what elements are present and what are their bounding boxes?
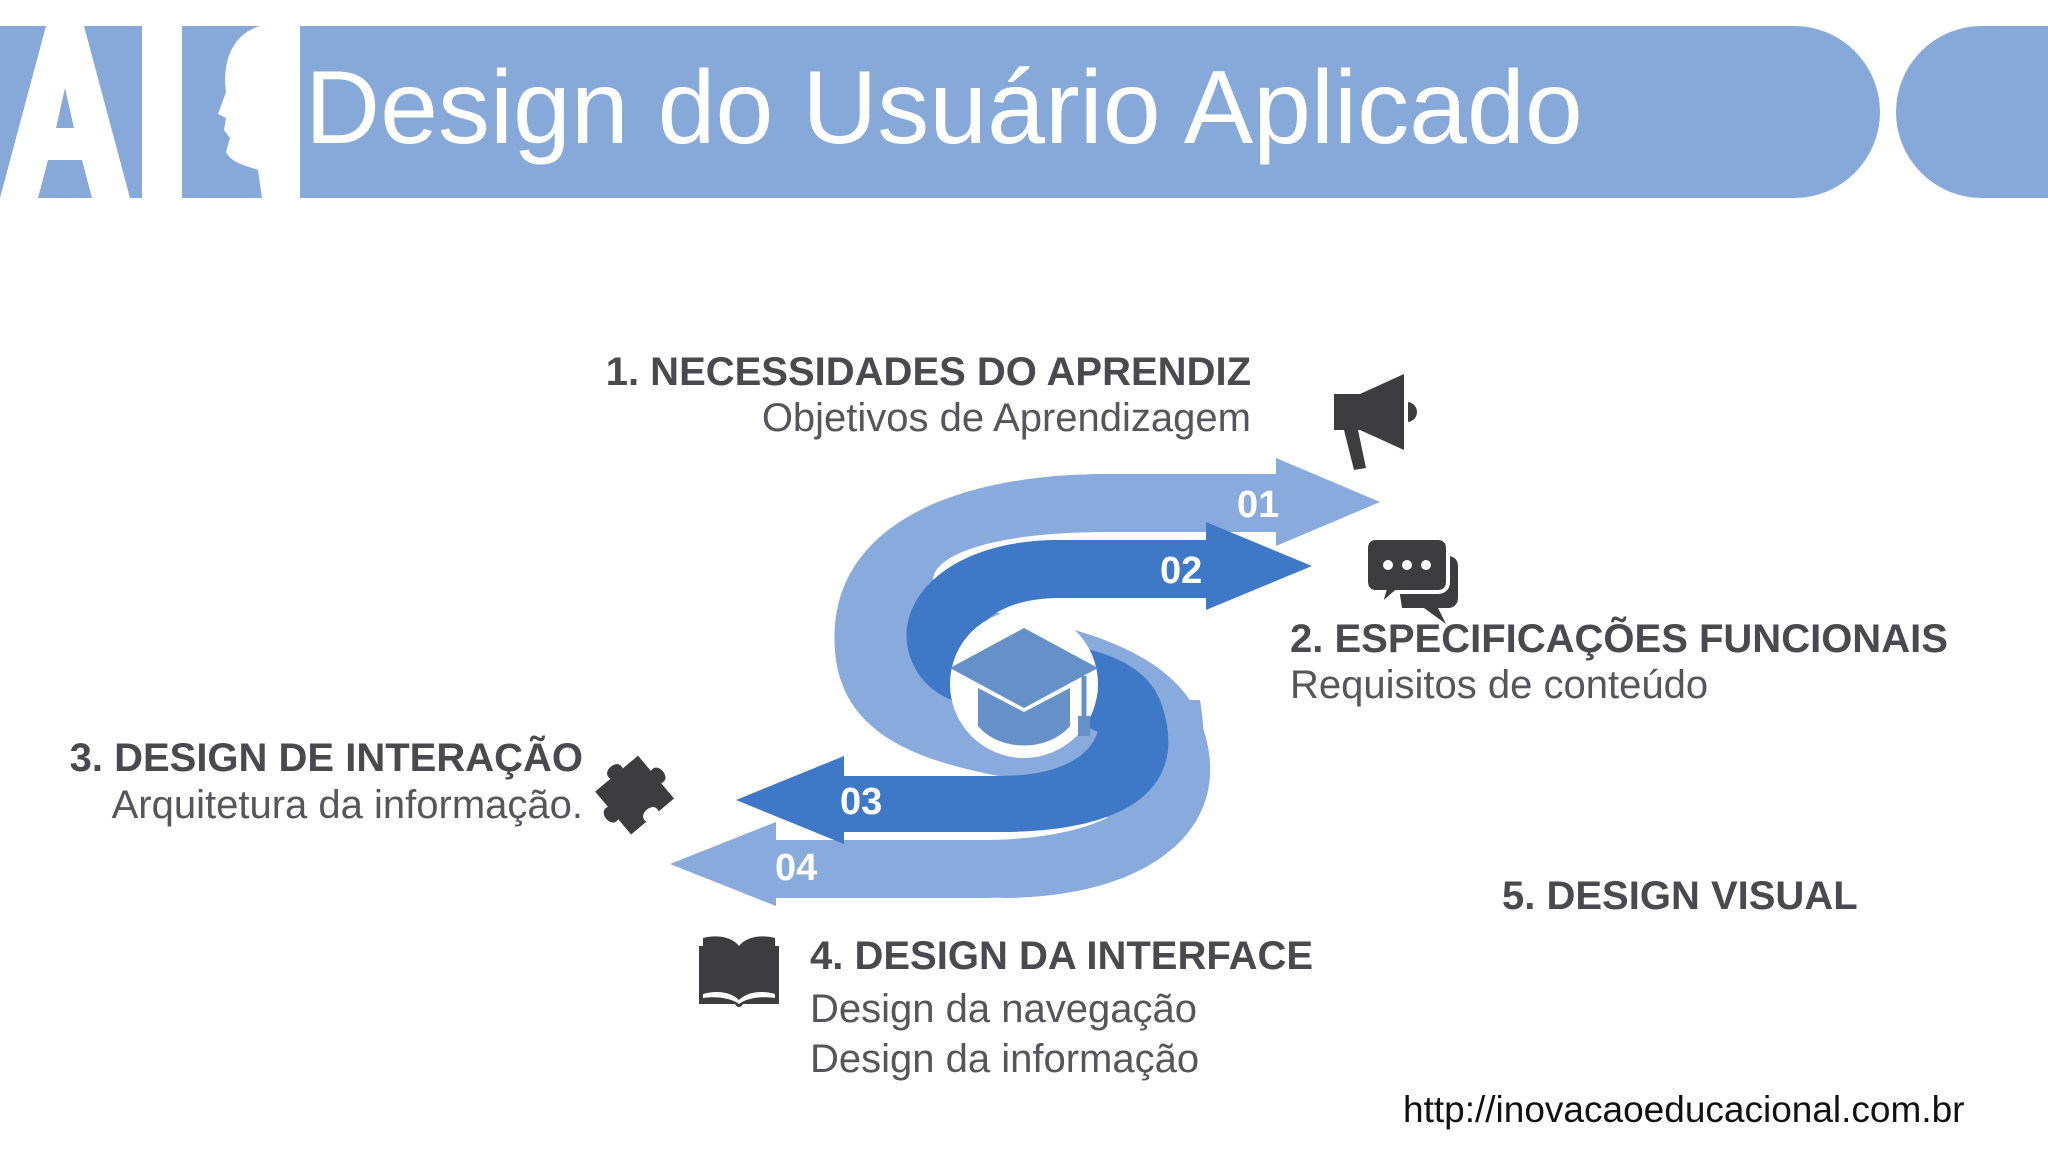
step-5-title: 5. DESIGN VISUAL	[1502, 874, 1858, 918]
arrow-04	[670, 700, 1204, 906]
arrow-02-label: 02	[1160, 550, 1203, 592]
step-4-title: 4. DESIGN DA INTERFACE	[810, 934, 1314, 978]
arrow-01-label: 01	[1237, 484, 1280, 526]
chat-bubbles-icon	[1364, 536, 1458, 624]
footer-url[interactable]: http://inovacaoeducacional.com.br	[1403, 1089, 1965, 1130]
page-title: Design do Usuário Aplicado	[305, 50, 1583, 166]
step-4-subtitle-2: Design da informação	[810, 1037, 1200, 1081]
step-1-subtitle: Objetivos de Aprendizagem	[761, 396, 1251, 440]
puzzle-icon	[595, 755, 675, 835]
graduation-cap-icon	[950, 628, 1098, 746]
book-icon	[699, 936, 779, 1007]
step-3-title: 3. DESIGN DE INTERAÇÃO	[69, 736, 583, 780]
header-right-pill	[1896, 26, 2048, 198]
step-1-title: 1. NECESSIDADES DO APRENDIZ	[605, 350, 1251, 394]
step-2-subtitle: Requisitos de conteúdo	[1290, 663, 1709, 707]
step-2-title: 2. ESPECIFICAÇÕES FUNCIONAIS	[1290, 617, 1948, 661]
arrow-03-label: 03	[840, 781, 883, 823]
ai-head-logo	[0, 26, 300, 198]
step-3-subtitle: Arquitetura da informação.	[111, 783, 583, 827]
megaphone-icon	[1334, 374, 1417, 470]
step-4-subtitle-1: Design da navegação	[810, 987, 1197, 1031]
header-banner	[0, 26, 1880, 198]
arrow-04-label: 04	[775, 847, 818, 889]
